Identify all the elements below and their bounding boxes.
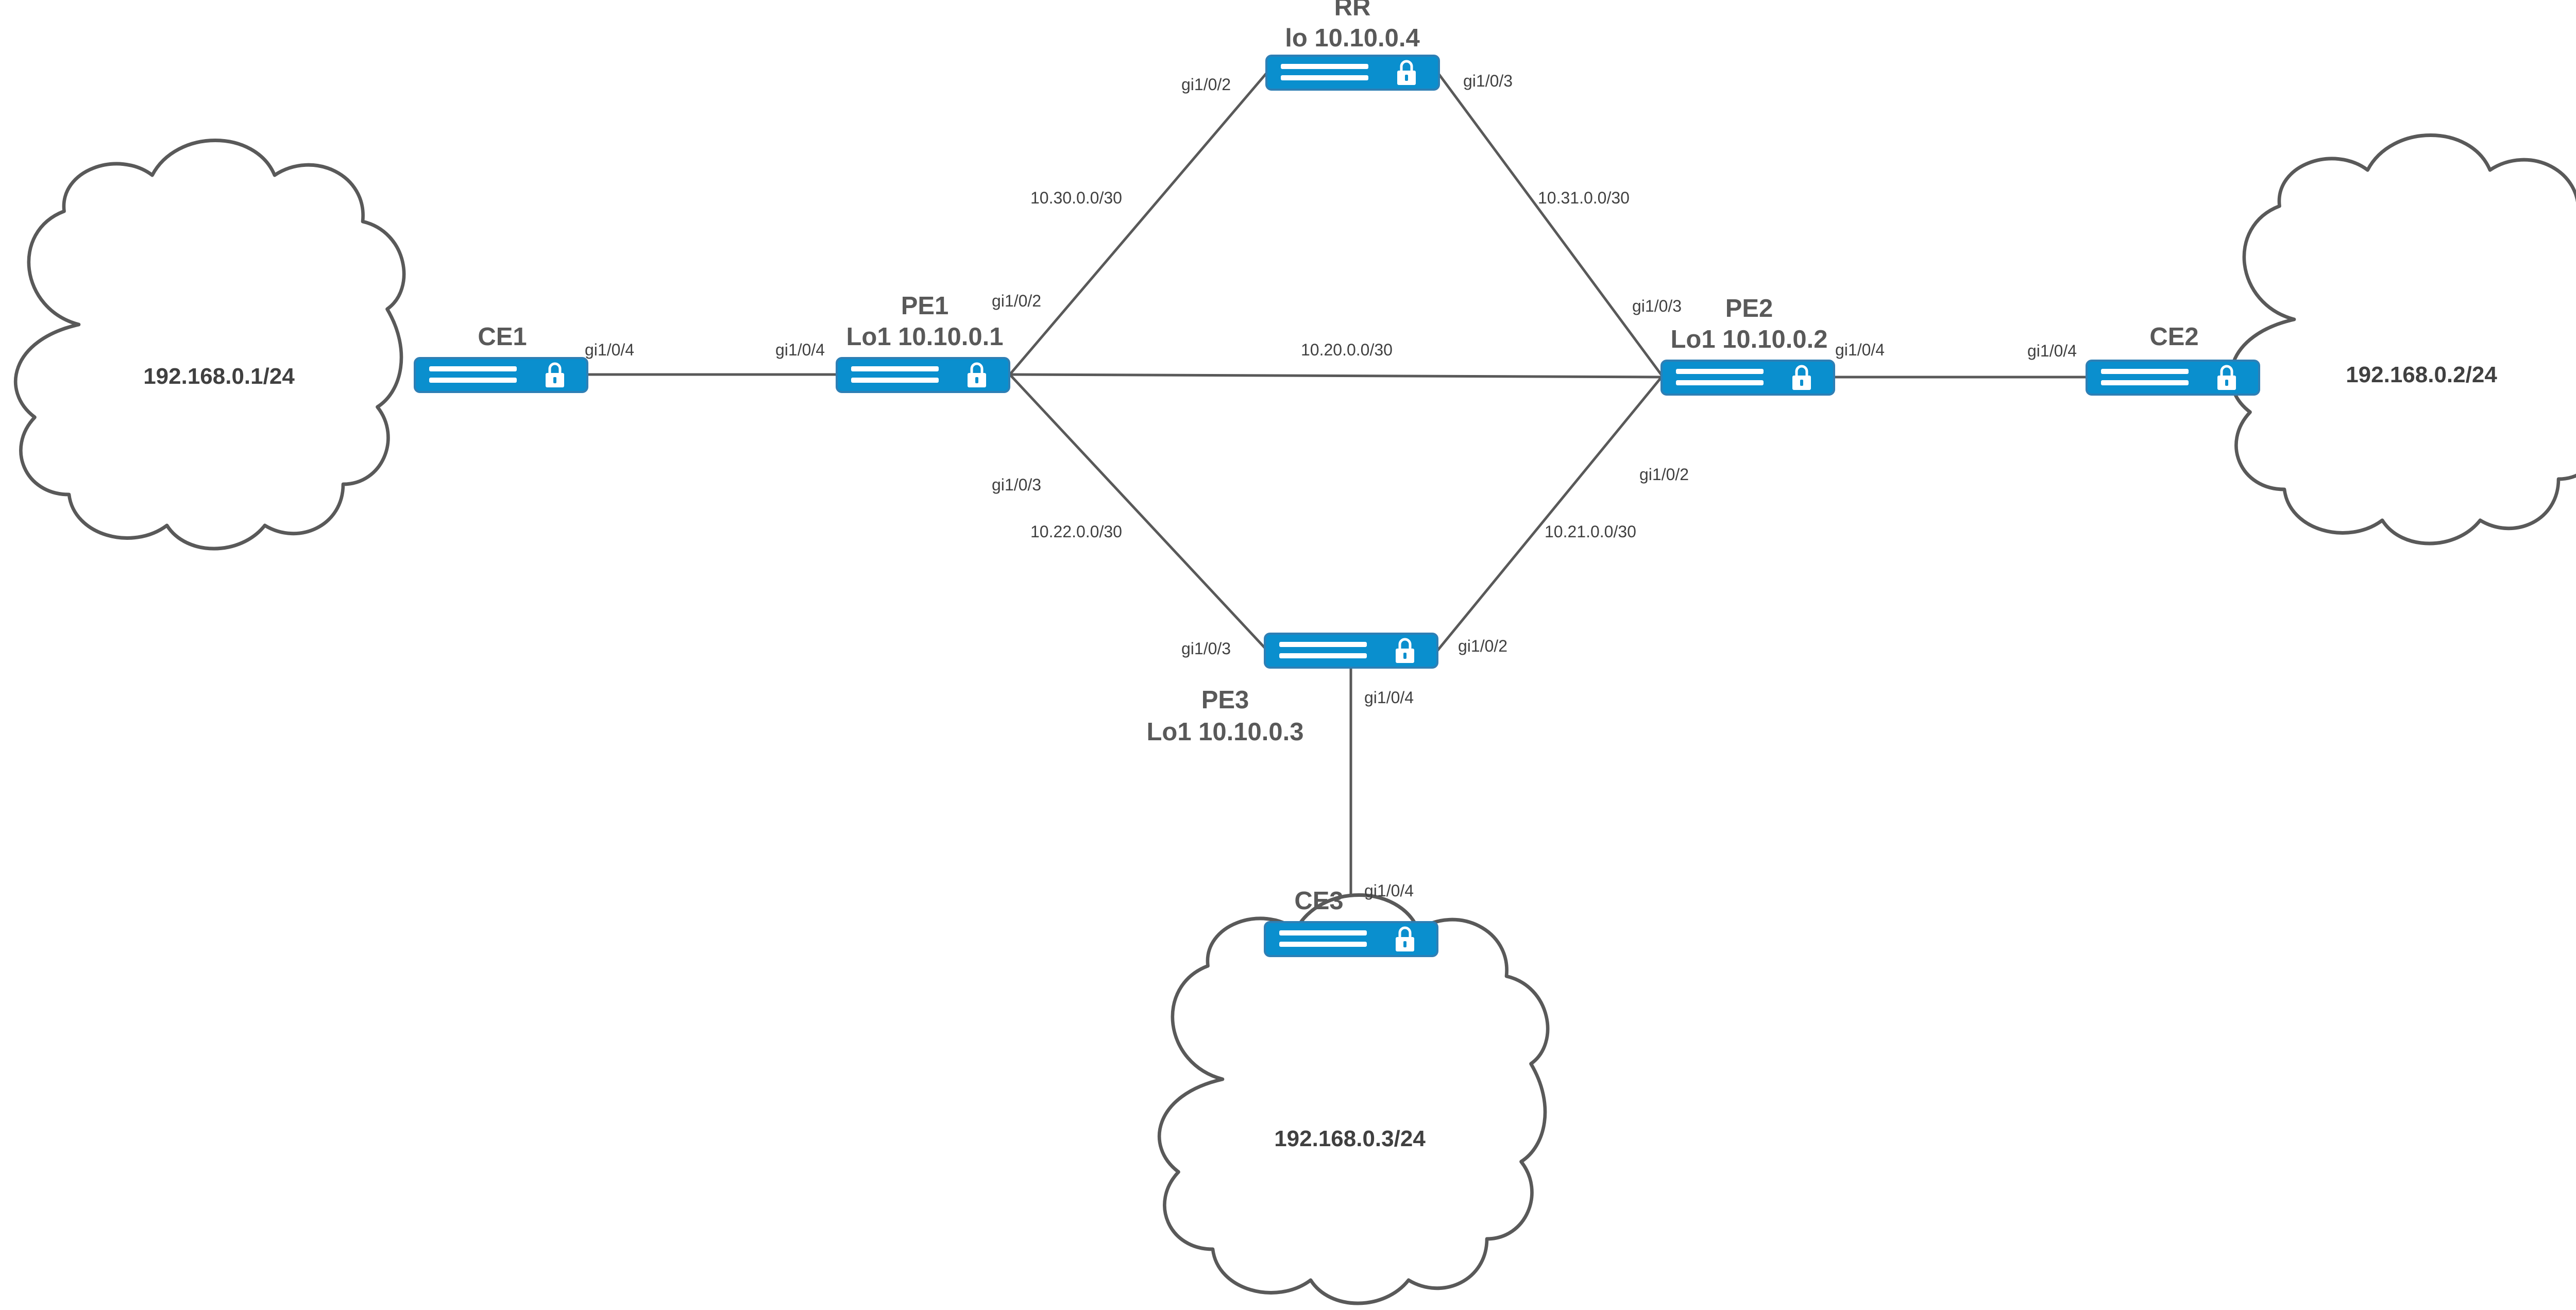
if-ce1-pe1: gi1/0/4 <box>585 341 634 359</box>
if-pe3-ce3: gi1/0/4 <box>1364 688 1414 707</box>
port-bar <box>1279 942 1367 947</box>
links <box>587 71 2087 922</box>
port-bar <box>1281 75 1368 80</box>
port-bar <box>429 378 517 383</box>
port-bar <box>851 378 939 383</box>
port-bar <box>1279 653 1367 658</box>
lock-icon <box>2217 365 2236 390</box>
port-bar <box>1279 930 1367 935</box>
link-pe1-pe2 <box>1009 373 1662 379</box>
devices <box>414 55 2260 957</box>
if-pe2-pe3: gi1/0/2 <box>1639 465 1689 484</box>
if-ce3-pe3: gi1/0/4 <box>1364 881 1414 900</box>
device-ce1 <box>414 357 588 393</box>
link-pe2-pe3 <box>1436 376 1663 652</box>
lock-icon <box>1397 60 1416 85</box>
pe2-name: PE2 <box>1725 295 1773 322</box>
link-rr-pe2 <box>1436 71 1663 376</box>
rr-name: RR <box>1334 0 1371 21</box>
port-bar <box>429 366 517 371</box>
cloud-left: 192.168.0.1/24 <box>15 141 404 549</box>
if-rr-pe2: gi1/0/3 <box>1463 72 1513 90</box>
pe1-loopback: Lo1 10.10.0.1 <box>846 323 1003 351</box>
cloud-bottom-label: 192.168.0.3/24 <box>1274 1126 1426 1151</box>
if-pe1-rr: gi1/0/2 <box>992 292 1041 310</box>
port-bar <box>1676 369 1764 374</box>
if-pe1-ce1: gi1/0/4 <box>775 341 825 359</box>
port-bar <box>2101 380 2189 385</box>
ce1-name: CE1 <box>478 323 527 351</box>
port-bar <box>1281 64 1368 69</box>
port-bar <box>2101 369 2189 374</box>
pe1-name: PE1 <box>901 292 949 320</box>
subnet-rr-pe2: 10.31.0.0/30 <box>1538 189 1630 207</box>
device-ce2 <box>2086 360 2260 396</box>
device-pe1 <box>836 357 1010 393</box>
pe2-loopback: Lo1 10.10.0.2 <box>1670 326 1827 353</box>
cloud-right-label: 192.168.0.2/24 <box>2346 362 2497 387</box>
cloud-bottom: 192.168.0.3/24 <box>1159 895 1548 1304</box>
subnet-labels: 10.30.0.0/30 10.31.0.0/30 10.20.0.0/30 1… <box>1030 189 1636 541</box>
link-pe1-pe3 <box>1009 373 1268 652</box>
device-labels: RR lo 10.10.0.4 CE1 PE1 Lo1 10.10.0.1 PE… <box>478 0 2198 915</box>
if-pe2-rr: gi1/0/3 <box>1632 297 1682 315</box>
rr-loopback: lo 10.10.0.4 <box>1285 24 1420 52</box>
device-pe3 <box>1264 633 1438 669</box>
lock-icon <box>1792 365 1811 390</box>
if-pe3-pe1: gi1/0/3 <box>1181 639 1231 658</box>
ce3-name: CE3 <box>1294 887 1343 915</box>
subnet-pe1-pe2: 10.20.0.0/30 <box>1301 341 1393 359</box>
device-ce3 <box>1264 921 1438 957</box>
port-bar <box>851 366 939 371</box>
subnet-pe1-rr: 10.30.0.0/30 <box>1030 189 1122 207</box>
device-rr <box>1265 55 1440 91</box>
device-pe2 <box>1660 360 1835 396</box>
cloud-right: 192.168.0.2/24 <box>2231 135 2576 544</box>
cloud-icon <box>15 141 404 549</box>
cloud-icon <box>2231 135 2576 544</box>
cloud-left-label: 192.168.0.1/24 <box>143 364 295 389</box>
if-pe1-pe3: gi1/0/3 <box>992 475 1041 494</box>
lock-icon <box>968 362 986 387</box>
subnet-pe2-pe3: 10.21.0.0/30 <box>1545 522 1636 541</box>
if-pe2-ce2: gi1/0/4 <box>1835 341 1885 359</box>
pe3-name: PE3 <box>1201 686 1249 714</box>
subnet-pe1-pe3: 10.22.0.0/30 <box>1030 522 1122 541</box>
interface-labels: gi1/0/4 gi1/0/4 gi1/0/2 gi1/0/2 gi1/0/3 … <box>585 72 2077 900</box>
if-ce2-pe2: gi1/0/4 <box>2027 342 2077 360</box>
if-rr-pe1: gi1/0/2 <box>1181 75 1231 94</box>
if-pe3-pe2: gi1/0/2 <box>1458 637 1507 655</box>
port-bar <box>1279 642 1367 647</box>
lock-icon <box>1396 926 1414 951</box>
link-pe1-rr <box>1009 71 1268 376</box>
port-bar <box>1676 380 1764 385</box>
pe3-loopback: Lo1 10.10.0.3 <box>1146 718 1303 746</box>
ce2-name: CE2 <box>2149 323 2198 351</box>
lock-icon <box>1396 638 1414 663</box>
lock-icon <box>546 362 564 387</box>
